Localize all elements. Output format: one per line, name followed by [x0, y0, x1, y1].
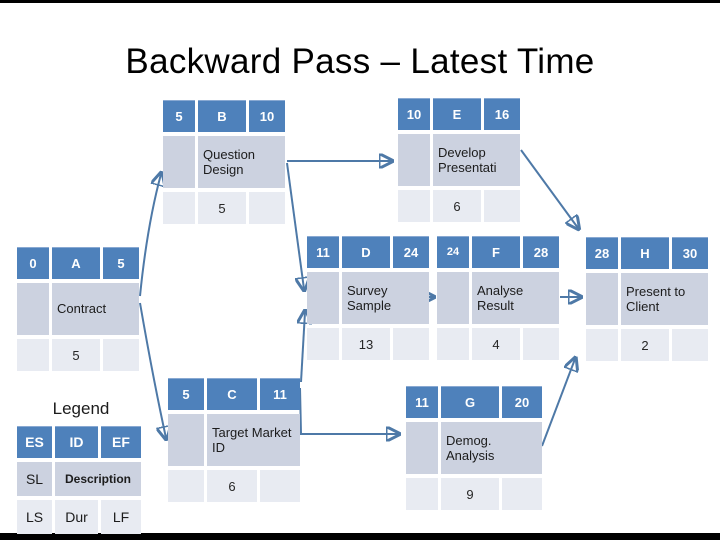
node-H-duration: 2 — [621, 329, 669, 361]
node-G-ls-cell — [406, 478, 438, 510]
node-C-duration: 6 — [207, 470, 257, 502]
legend-ls-cell: LS — [17, 500, 52, 534]
legend-es-cell: ES — [17, 426, 52, 458]
node-B-ls-cell — [163, 192, 195, 224]
legend-sl-cell: SL — [17, 462, 52, 496]
node-H: 28 H 30 Present to Client 2 — [586, 237, 708, 361]
node-A-slack-cell — [17, 283, 49, 335]
node-F-duration: 4 — [472, 328, 520, 360]
node-E: 10 E 16 Develop Presentati 6 — [398, 98, 520, 222]
node-B-id-cell: B — [198, 100, 246, 132]
node-A-lf-cell — [103, 339, 139, 371]
node-D-duration: 13 — [342, 328, 390, 360]
legend-lf-cell: LF — [101, 500, 141, 534]
node-F-ls-cell — [437, 328, 469, 360]
node-D: 11 D 24 Survey Sample 13 — [307, 236, 429, 360]
node-C-ef-cell: 11 — [260, 378, 300, 410]
node-H-id-cell: H — [621, 237, 669, 269]
node-C-id-cell: C — [207, 378, 257, 410]
node-E-ef-cell: 16 — [484, 98, 520, 130]
node-E-id-cell: E — [433, 98, 481, 130]
node-E-slack-cell — [398, 134, 430, 186]
connector-e-h — [520, 149, 578, 228]
node-E-es-cell: 10 — [398, 98, 430, 130]
node-C-slack-cell — [168, 414, 204, 466]
connector-c-d — [301, 312, 305, 383]
connector-b-d — [286, 162, 304, 289]
node-D-id-cell: D — [342, 236, 390, 268]
node-G-lf-cell — [502, 478, 542, 510]
node-B-duration: 5 — [198, 192, 246, 224]
node-G-id-cell: G — [441, 386, 499, 418]
node-A-description: Contract — [52, 283, 139, 335]
node-A: 0 A 5 Contract 5 — [17, 247, 139, 371]
node-G-duration: 9 — [441, 478, 499, 510]
legend-ef-cell: EF — [101, 426, 141, 458]
node-H-lf-cell — [672, 329, 708, 361]
node-D-ls-cell — [307, 328, 339, 360]
node-F-id-cell: F — [472, 236, 520, 268]
node-B-slack-cell — [163, 136, 195, 188]
legend-title: Legend — [52, 399, 110, 418]
node-E-lf-cell — [484, 190, 520, 222]
node-A-ef-cell: 5 — [103, 247, 139, 279]
connector-g-h — [541, 359, 575, 447]
node-E-description: Develop Presentati — [433, 134, 520, 186]
node-A-ls-cell — [17, 339, 49, 371]
node-D-es-cell: 11 — [307, 236, 339, 268]
node-F-slack-cell — [437, 272, 469, 324]
node-B-ef-cell: 10 — [249, 100, 285, 132]
legend-description-cell: Description — [55, 462, 141, 496]
node-H-ls-cell — [586, 329, 618, 361]
node-B-es-cell: 5 — [163, 100, 195, 132]
node-C: 5 C 11 Target Market ID 6 — [168, 378, 300, 502]
node-D-lf-cell — [393, 328, 429, 360]
page-title: Backward Pass – Latest Time — [125, 42, 595, 81]
node-G-description: Demog. Analysis — [441, 422, 542, 474]
node-A-duration: 5 — [52, 339, 100, 371]
node-G-es-cell: 11 — [406, 386, 438, 418]
node-C-lf-cell — [260, 470, 300, 502]
node-F: 24 F 28 Analyse Result 4 — [437, 236, 559, 360]
node-B-description: Question Design — [198, 136, 285, 188]
node-D-slack-cell — [307, 272, 339, 324]
top-border-bar — [0, 0, 720, 3]
connector-a-b — [139, 174, 161, 297]
node-F-description: Analyse Result — [472, 272, 559, 324]
node-D-description: Survey Sample — [342, 272, 429, 324]
bottom-border-bar — [0, 533, 720, 540]
node-D-ef-cell: 24 — [393, 236, 429, 268]
legend-table: ES ID EF SL Description LS Dur LF — [17, 426, 141, 534]
node-F-lf-cell — [523, 328, 559, 360]
node-B: 5 B 10 Question Design 5 — [163, 100, 285, 224]
node-H-slack-cell — [586, 273, 618, 325]
node-C-description: Target Market ID — [207, 414, 300, 466]
node-G: 11 G 20 Demog. Analysis 9 — [406, 386, 542, 510]
node-E-duration: 6 — [433, 190, 481, 222]
legend-dur-cell: Dur — [55, 500, 98, 534]
legend-id-cell: ID — [55, 426, 98, 458]
node-C-es-cell: 5 — [168, 378, 204, 410]
connector-c-g — [299, 387, 398, 434]
node-G-slack-cell — [406, 422, 438, 474]
node-G-ef-cell: 20 — [502, 386, 542, 418]
node-A-id-cell: A — [52, 247, 100, 279]
node-A-es-cell: 0 — [17, 247, 49, 279]
node-F-es-cell: 24 — [437, 236, 469, 268]
node-C-ls-cell — [168, 470, 204, 502]
node-E-ls-cell — [398, 190, 430, 222]
node-F-ef-cell: 28 — [523, 236, 559, 268]
node-H-es-cell: 28 — [586, 237, 618, 269]
node-B-lf-cell — [249, 192, 285, 224]
node-H-ef-cell: 30 — [672, 237, 708, 269]
node-H-description: Present to Client — [621, 273, 708, 325]
